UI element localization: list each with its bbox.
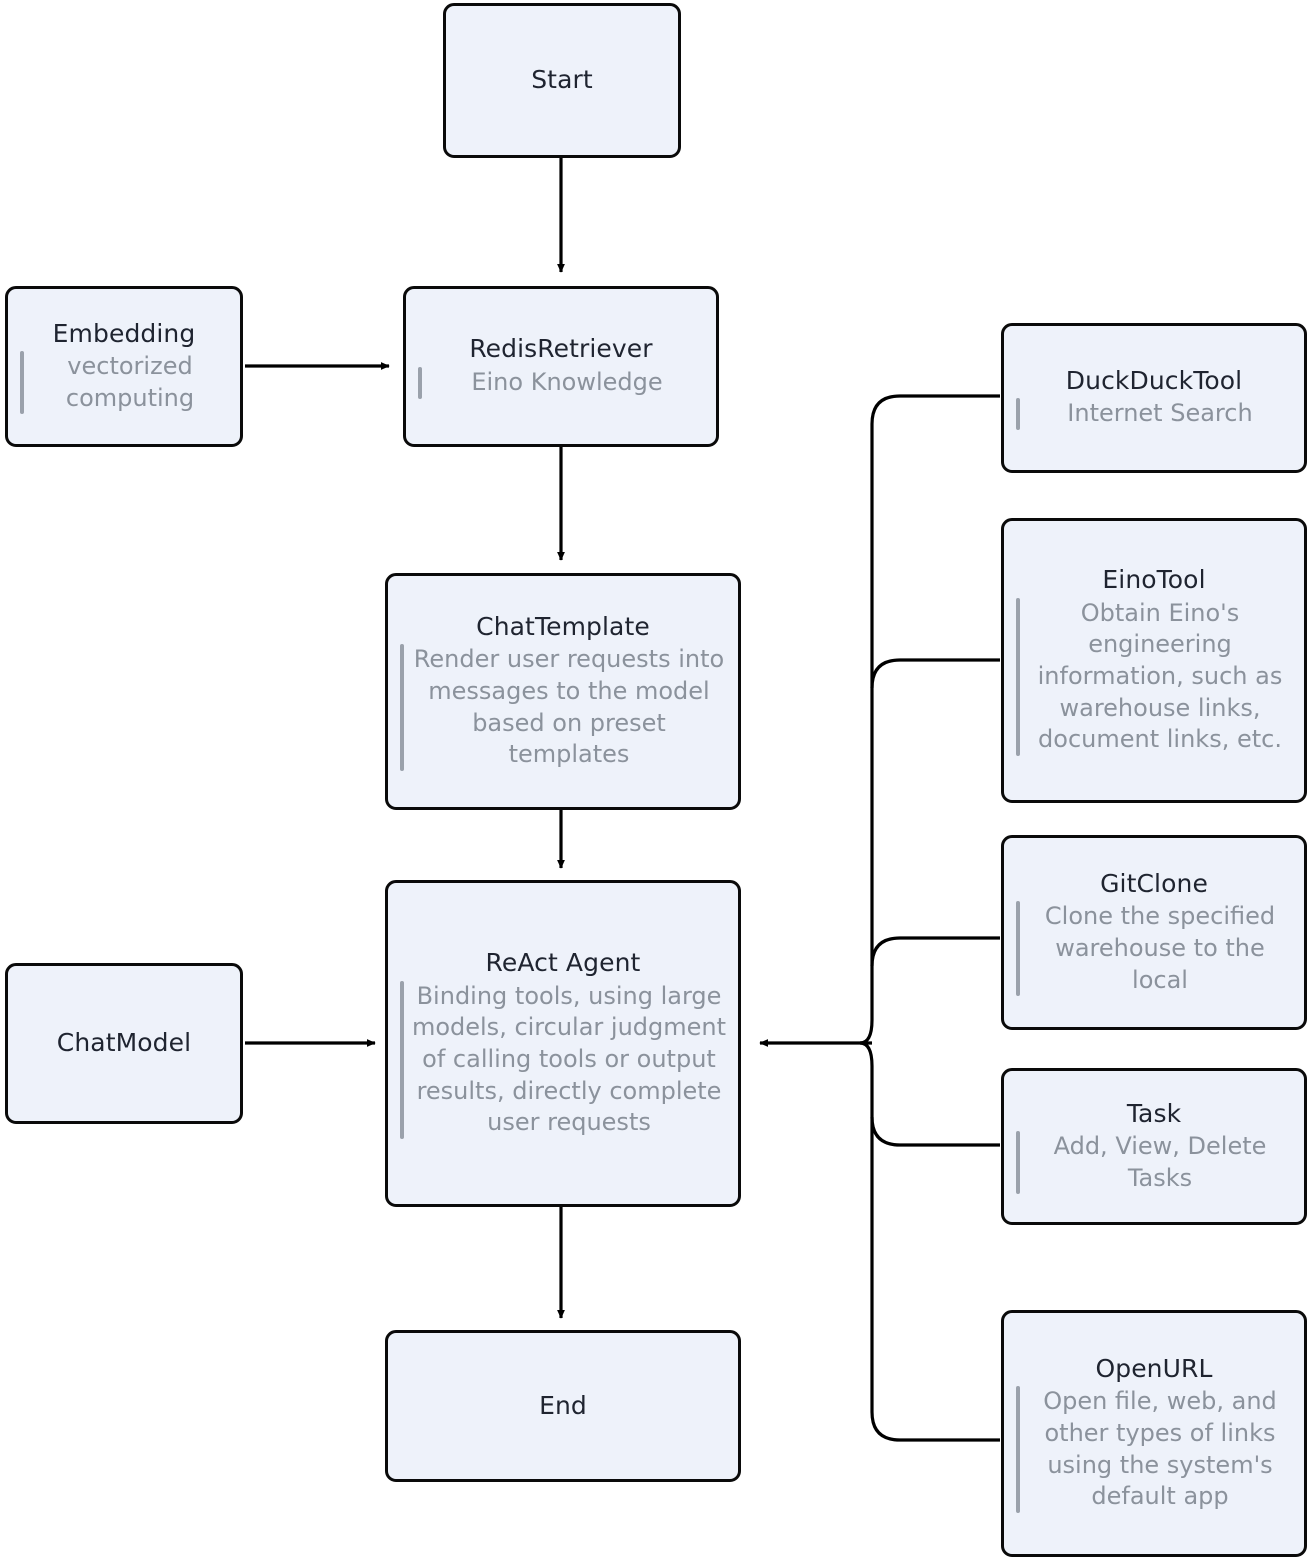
node-embedding-title: Embedding	[52, 318, 196, 348]
node-openurl-desc: Open file, web, and other types of links…	[1043, 1387, 1277, 1511]
node-redisretriever-desc: Eino Knowledge	[471, 367, 663, 396]
accent-bar-icon	[1016, 398, 1020, 431]
node-chatmodel-title: ChatModel	[56, 1028, 192, 1058]
accent-bar-icon	[1016, 1131, 1020, 1195]
node-chattemplate-title: ChatTemplate	[476, 611, 650, 641]
node-duckducktool-desc-group: Internet Search	[1014, 398, 1294, 431]
node-einotool-title: EinoTool	[1102, 565, 1206, 595]
node-duckducktool[interactable]: DuckDuckTool Internet Search	[1001, 323, 1307, 473]
accent-bar-icon	[418, 366, 422, 399]
node-openurl-title: OpenURL	[1095, 1353, 1213, 1383]
node-end-title: End	[539, 1390, 587, 1420]
node-redisretriever-desc-group: Eino Knowledge	[416, 366, 706, 399]
node-openurl[interactable]: OpenURL Open file, web, and other types …	[1001, 1310, 1307, 1557]
node-openurl-desc-group: Open file, web, and other types of links…	[1014, 1386, 1294, 1514]
node-reactagent-title: ReAct Agent	[485, 948, 641, 978]
node-gitclone[interactable]: GitClone Clone the specified warehouse t…	[1001, 835, 1307, 1030]
node-embedding-desc: vectorized computing	[65, 352, 195, 412]
node-task[interactable]: Task Add, View, Delete Tasks	[1001, 1068, 1307, 1225]
node-chattemplate-desc-group: Render user requests into messages to th…	[398, 644, 728, 772]
node-embedding-desc-group: vectorized computing	[18, 351, 230, 415]
node-einotool[interactable]: EinoTool Obtain Eino's engineering infor…	[1001, 518, 1307, 803]
node-einotool-desc: Obtain Eino's engineering information, s…	[1037, 598, 1283, 754]
node-reactagent[interactable]: ReAct Agent Binding tools, using large m…	[385, 880, 741, 1207]
edge-task-to-trunk	[870, 1116, 1000, 1147]
accent-bar-icon	[1016, 901, 1020, 997]
accent-bar-icon	[1016, 597, 1020, 756]
accent-bar-icon	[1016, 1386, 1020, 1514]
node-reactagent-desc-group: Binding tools, using large models, circu…	[398, 980, 728, 1139]
node-chattemplate-desc: Render user requests into messages to th…	[413, 645, 725, 769]
edge-duckducktool-to-trunk	[859, 394, 1000, 1045]
node-chatmodel[interactable]: ChatModel	[5, 963, 243, 1124]
accent-bar-icon	[20, 351, 24, 415]
node-task-title: Task	[1126, 1098, 1182, 1128]
node-start-title: Start	[531, 65, 593, 95]
node-chattemplate[interactable]: ChatTemplate Render user requests into m…	[385, 573, 741, 810]
node-gitclone-desc: Clone the specified warehouse to the loc…	[1044, 902, 1276, 994]
edge-einotool-to-trunk	[870, 658, 1000, 689]
node-gitclone-title: GitClone	[1100, 868, 1208, 898]
node-redisretriever-title: RedisRetriever	[469, 334, 653, 364]
edge-openurl-to-trunk	[859, 1041, 1000, 1442]
node-einotool-desc-group: Obtain Eino's engineering information, s…	[1014, 597, 1294, 756]
node-redisretriever[interactable]: RedisRetriever Eino Knowledge	[403, 286, 719, 447]
accent-bar-icon	[400, 644, 404, 772]
node-gitclone-desc-group: Clone the specified warehouse to the loc…	[1014, 901, 1294, 997]
node-embedding[interactable]: Embedding vectorized computing	[5, 286, 243, 447]
accent-bar-icon	[400, 980, 404, 1139]
edge-gitclone-to-trunk	[870, 936, 1000, 967]
node-end[interactable]: End	[385, 1330, 741, 1482]
node-duckducktool-title: DuckDuckTool	[1065, 365, 1243, 395]
node-start[interactable]: Start	[443, 3, 681, 158]
node-task-desc: Add, View, Delete Tasks	[1053, 1132, 1267, 1192]
node-task-desc-group: Add, View, Delete Tasks	[1014, 1131, 1294, 1195]
node-duckducktool-desc: Internet Search	[1067, 399, 1253, 428]
node-reactagent-desc: Binding tools, using large models, circu…	[411, 981, 727, 1137]
